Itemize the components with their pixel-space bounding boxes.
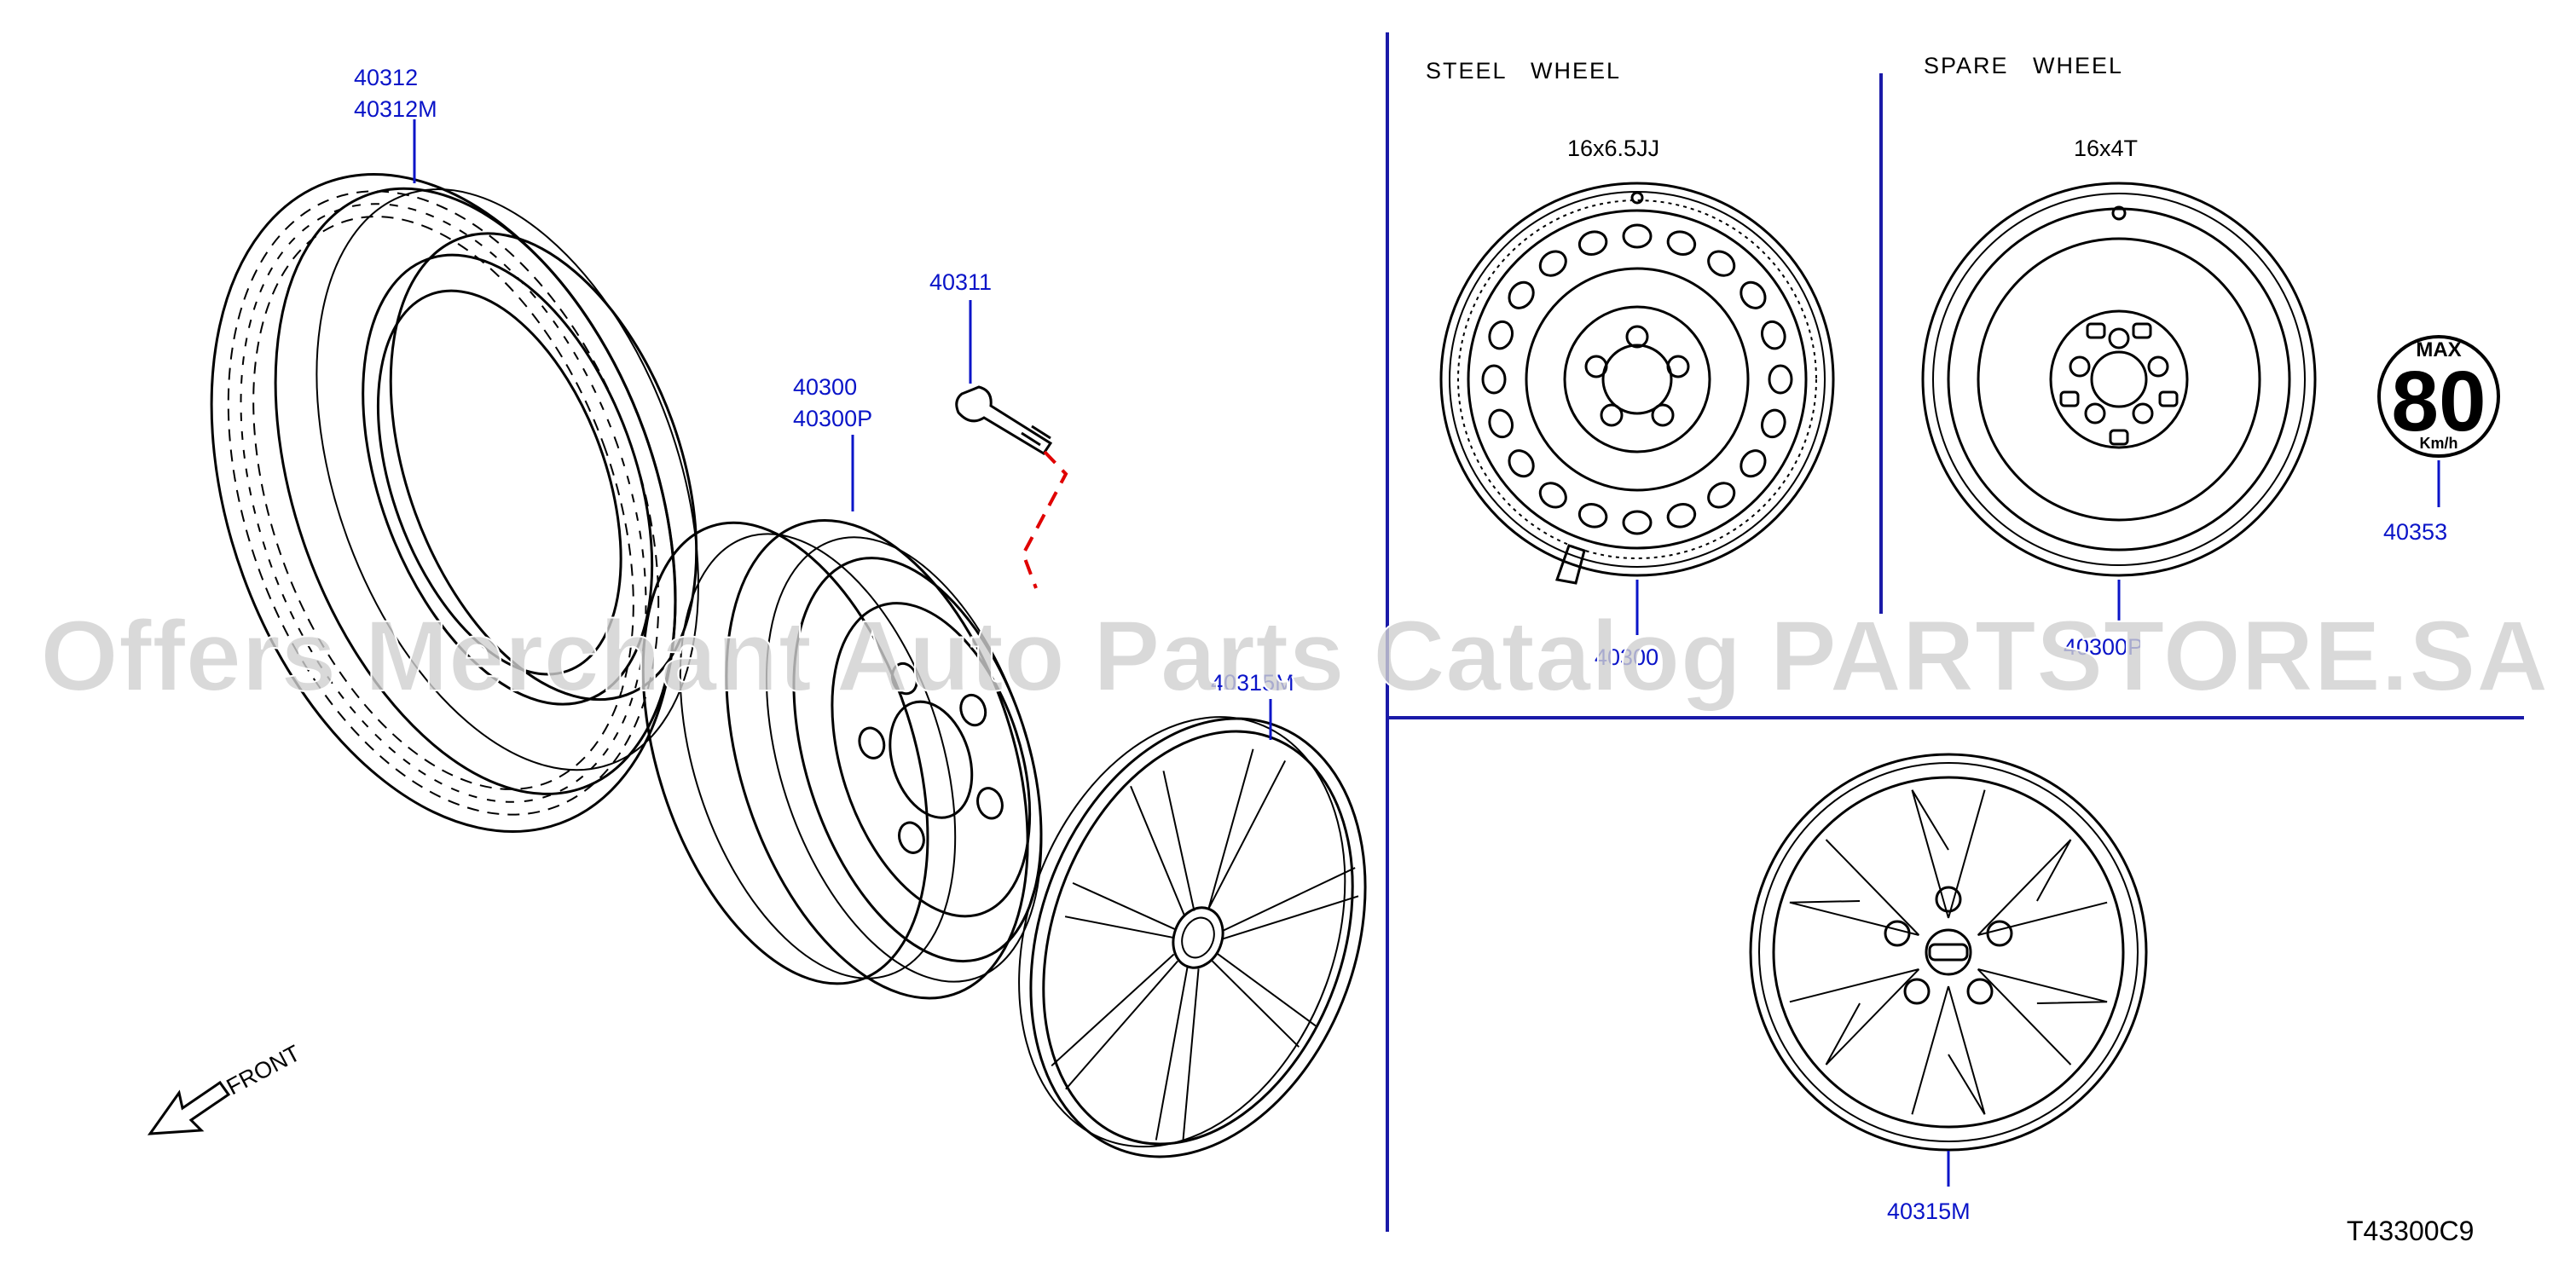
spare-wheel-size: 16x4T — [2074, 136, 2138, 161]
tire-drawing — [210, 173, 699, 833]
spare-wheel-drawing — [1921, 182, 2317, 577]
sticker-max: MAX — [2416, 338, 2461, 361]
steel-wheel-vent-hole — [1666, 502, 1697, 529]
label-cover-40315m[interactable]: 40315M — [1211, 670, 1294, 696]
steel-wheel-vent-hole — [1768, 364, 1793, 395]
leader-lines — [413, 119, 2440, 1187]
front-arrow-icon — [147, 1080, 231, 1135]
watermark-text: Offers Merchant Auto Parts Catalog PARTS… — [40, 600, 2549, 713]
steel-wheel-vent-hole — [1577, 230, 1608, 257]
label-steel-wheel-40300[interactable]: 40300 — [1595, 644, 1658, 670]
wheel-cover-spoke — [1977, 839, 2108, 936]
steel-wheel-vent-hole — [1508, 449, 1535, 478]
steel-wheel-title: STEEL WHEEL — [1426, 58, 1621, 84]
steel-wheel-vent-hole — [1740, 449, 1767, 478]
label-cover-front-40315m[interactable]: 40315M — [1887, 1199, 1971, 1224]
steel-wheel-vent-hole — [1508, 280, 1535, 309]
steel-wheel-vent-hole — [1481, 364, 1507, 395]
wheel-cover-spoke — [1789, 839, 1920, 936]
steel-wheel-vent-hole — [1707, 250, 1736, 277]
steel-wheel-vent-hole — [1538, 482, 1567, 509]
steel-wheel-vent-hole — [1622, 223, 1653, 249]
steel-wheel-drawing — [1439, 182, 1835, 585]
wheel-cover-spoke — [1789, 968, 1920, 1066]
speed-limit-sticker: MAX 80 Km/h — [2377, 335, 2500, 458]
label-spare-wheel-40300p[interactable]: 40300P — [2064, 634, 2143, 660]
wheel-cover-front-drawing — [1749, 753, 2148, 1152]
wheel-cover-spoke — [1911, 789, 1986, 919]
steel-wheel-vent-hole — [1577, 502, 1608, 529]
steel-wheel-vent-hole — [1666, 230, 1697, 257]
wheel-cover-spoke — [1911, 985, 1986, 1115]
steel-wheel-vent-hole — [1740, 280, 1767, 309]
valve-stem-drawing — [955, 385, 1068, 589]
label-tire-40312m[interactable]: 40312M — [354, 96, 437, 122]
spare-wheel-title: SPARE WHEEL — [1924, 53, 2123, 78]
steel-wheel-vent-hole — [1760, 320, 1786, 350]
diagram-code: T43300C9 — [2347, 1216, 2474, 1246]
sticker-unit: Km/h — [2420, 435, 2458, 452]
label-wheel-40300p[interactable]: 40300P — [793, 406, 872, 431]
steel-wheel-size: 16x6.5JJ — [1567, 136, 1659, 161]
label-tire-40312[interactable]: 40312 — [354, 65, 418, 90]
steel-wheel-vent-hole — [1760, 408, 1786, 439]
label-wheel-40300[interactable]: 40300 — [793, 374, 857, 400]
steel-wheel-vent-hole — [1488, 408, 1514, 439]
steel-wheel-vent-hole — [1488, 320, 1514, 350]
steel-wheel-vent-hole — [1622, 510, 1653, 535]
wheel-cover-spoke — [1977, 968, 2108, 1066]
steel-wheel-vent-hole — [1707, 482, 1736, 509]
front-label: FRONT — [223, 1040, 304, 1100]
sticker-value: 80 — [2391, 354, 2486, 449]
label-valve-40311[interactable]: 40311 — [929, 269, 992, 295]
wheel-drawing — [641, 519, 1043, 1000]
label-sticker-40353[interactable]: 40353 — [2383, 519, 2447, 545]
section-dividers — [1386, 32, 2524, 1232]
steel-wheel-vent-hole — [1538, 250, 1567, 277]
